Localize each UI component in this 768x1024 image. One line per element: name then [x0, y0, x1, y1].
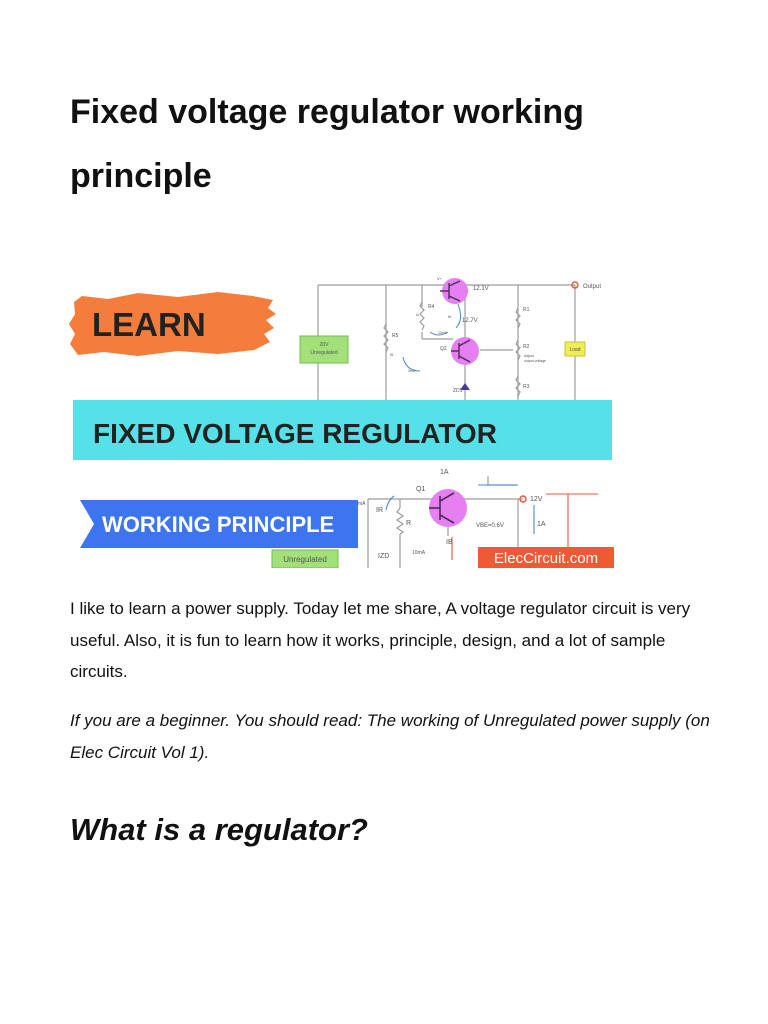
label-adjust-output: output voltage	[524, 359, 546, 363]
label-r: R	[406, 520, 411, 527]
label-vbe: VBE=0.6V	[476, 523, 504, 529]
label-iz: IZD	[378, 553, 389, 560]
label-ib-top: Ib	[448, 314, 452, 319]
label-r4: R4	[428, 304, 435, 310]
label-127v: 12.7V	[462, 318, 478, 324]
load-box	[564, 341, 586, 357]
zener-diode-icon	[460, 383, 470, 390]
label-ir: IR	[376, 507, 383, 514]
label-unregulated-bottom: Unregulated	[283, 555, 327, 564]
output-12v-terminal-icon	[519, 495, 527, 503]
transistor-q1	[429, 489, 467, 527]
label-1a-side: 1A	[537, 521, 546, 528]
unregulated-box	[299, 335, 349, 364]
page-title: Fixed voltage regulator working principl…	[70, 93, 584, 195]
label-adjust: Adjust	[524, 354, 534, 358]
label-q2: Q2	[440, 346, 447, 352]
beginner-note-paragraph: If you are a beginner. You should read: …	[70, 711, 710, 762]
learn-brush-shape	[69, 292, 276, 356]
label-10ma-bottom: 10mA	[412, 550, 426, 556]
label-i5: I5	[390, 352, 394, 357]
label-ic-top: Ic	[416, 312, 419, 317]
article-banner-image: Output V+ 12.1V 12.7V R4 R5 R1 R2 R3 Q2 …	[69, 276, 614, 568]
transistor-q2	[451, 337, 479, 365]
section-heading-what-is-regulator: What is a regulator?	[70, 812, 368, 847]
label-q1: Q1	[416, 486, 425, 493]
label-zd1: ZD1	[453, 388, 463, 394]
intro-paragraph: I like to learn a power supply. Today le…	[70, 599, 691, 681]
label-output: Output	[583, 284, 601, 290]
label-r5: R5	[392, 333, 399, 339]
working-principle-text: WORKING PRINCIPLE	[102, 512, 334, 537]
label-load: Load	[569, 347, 580, 353]
brand-text: ElecCircuit.com	[494, 550, 598, 567]
brand-tag	[478, 547, 614, 568]
label-3ma: 3mA	[408, 369, 416, 373]
label-unregulated-top: Unregulated	[310, 350, 337, 356]
unregulated-box-bottom	[271, 549, 339, 568]
learn-text: LEARN	[92, 306, 206, 343]
fixed-regulator-bar	[73, 400, 612, 460]
output-terminal-icon	[571, 281, 579, 289]
label-r2: R2	[523, 344, 530, 350]
label-20v: 20V	[320, 342, 330, 348]
label-121v: 12.1V	[473, 286, 489, 292]
label-10ma-top: 10mA	[438, 331, 448, 335]
label-12v: 12V	[530, 496, 543, 503]
label-r3: R3	[523, 384, 530, 390]
fixed-regulator-text: FIXED VOLTAGE REGULATOR	[93, 418, 497, 449]
top-current-arrows	[402, 303, 462, 372]
top-schematic	[317, 284, 576, 400]
label-ma: mA	[358, 501, 366, 507]
label-ib-bottom: IB	[446, 539, 453, 546]
working-principle-banner	[80, 500, 358, 548]
label-r1: R1	[523, 307, 530, 313]
label-1a-top: 1A	[440, 469, 449, 476]
label-vplus: V+	[437, 276, 443, 281]
